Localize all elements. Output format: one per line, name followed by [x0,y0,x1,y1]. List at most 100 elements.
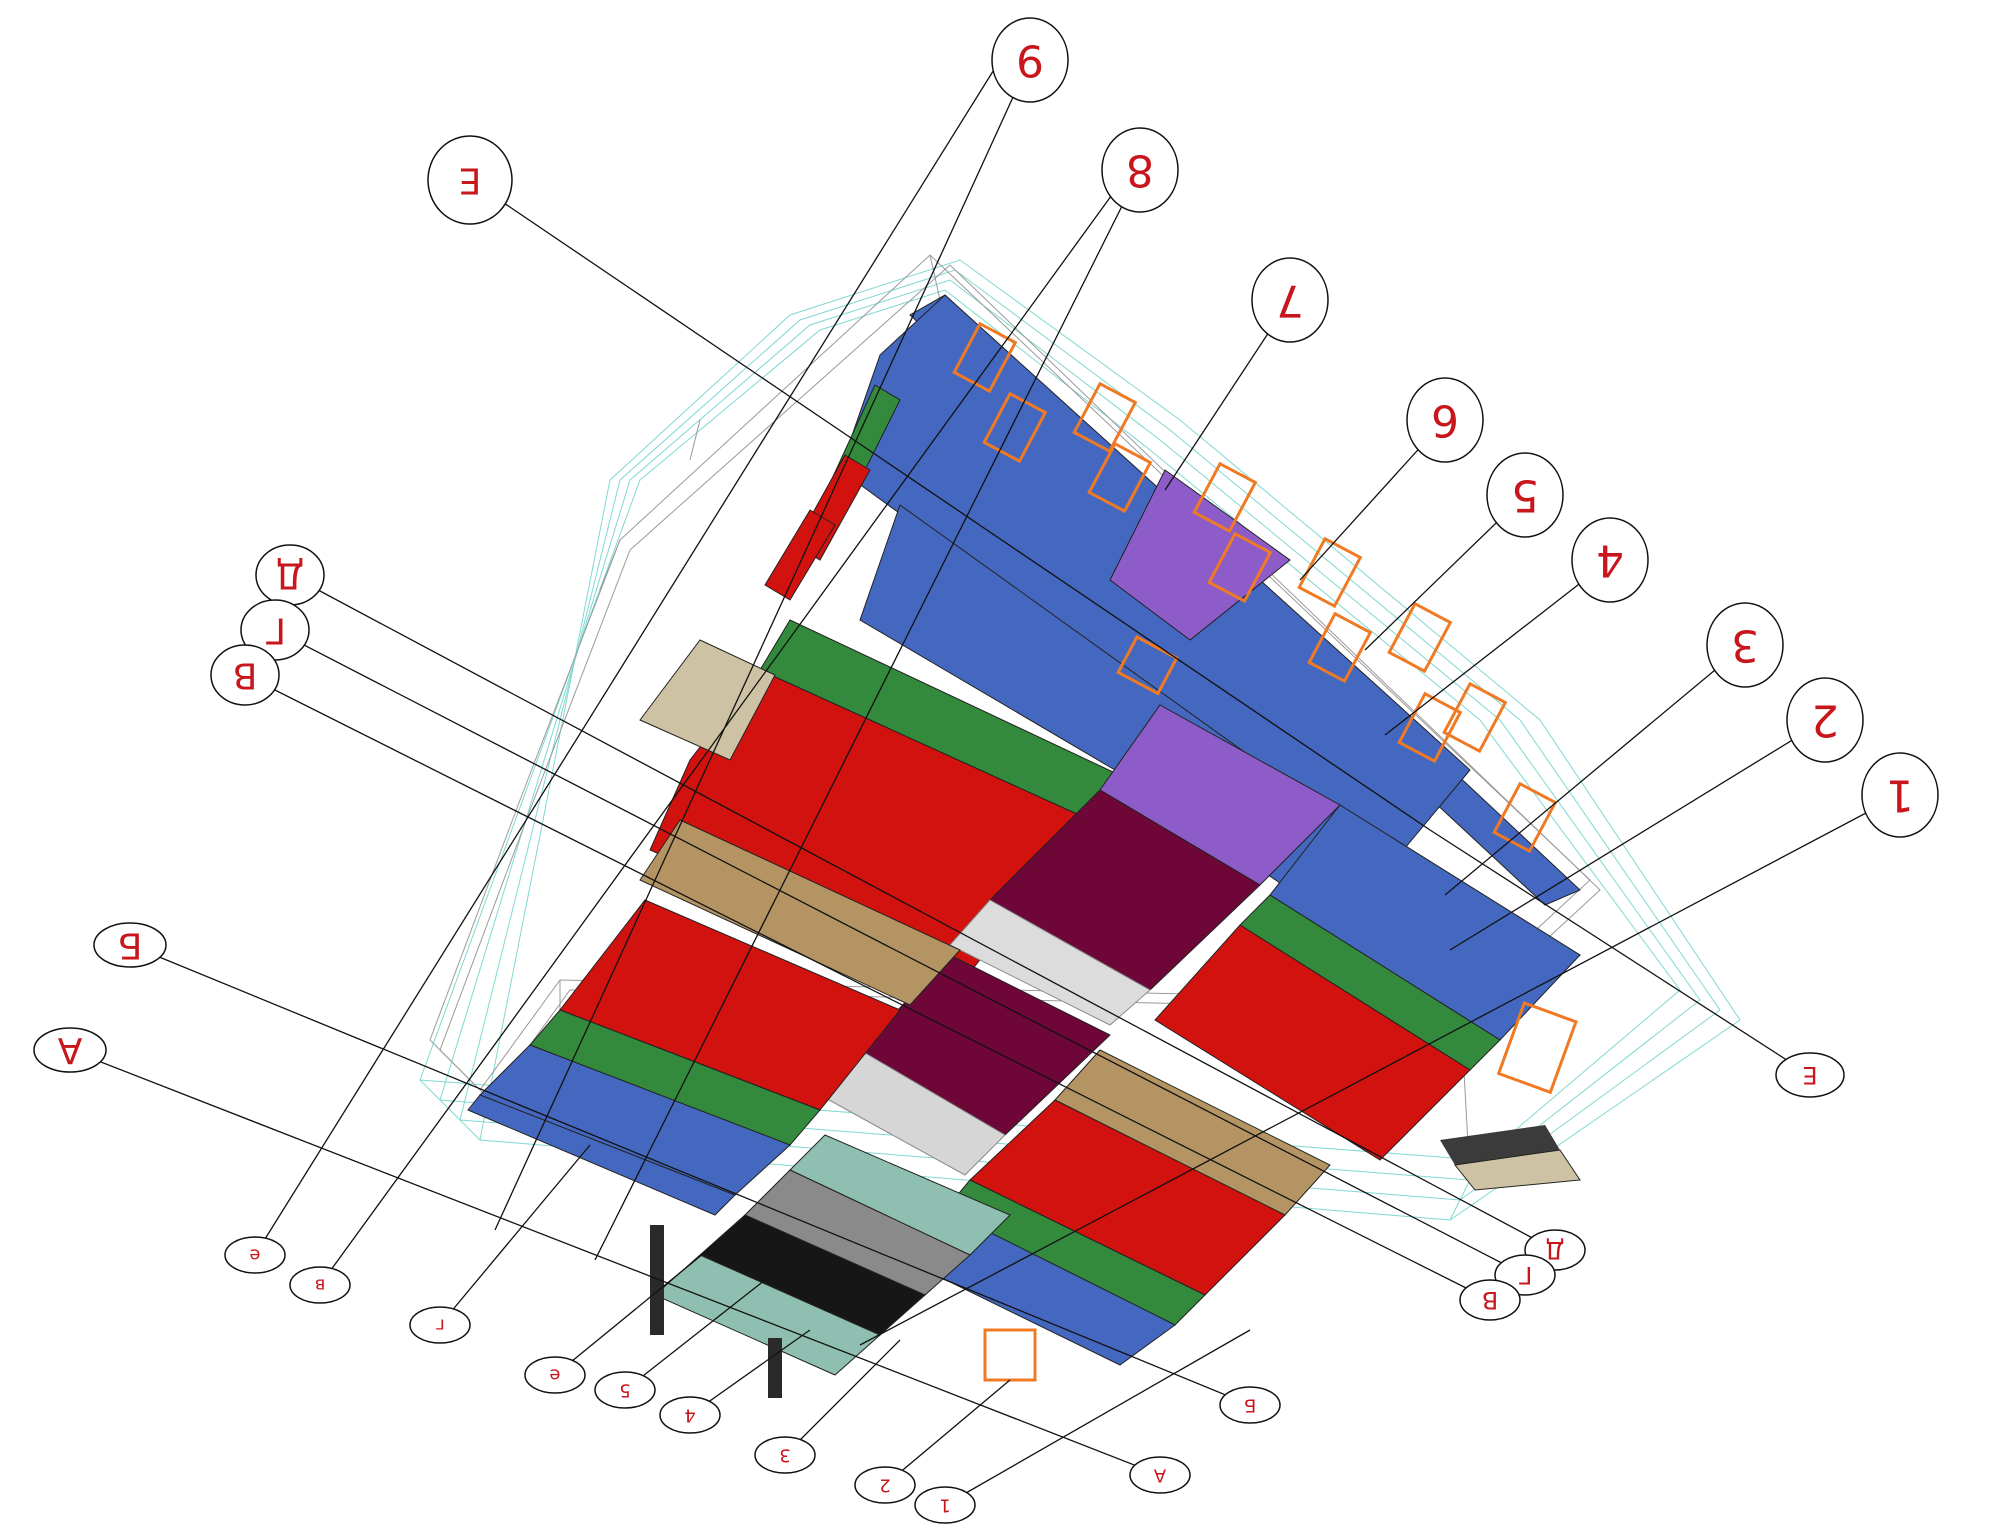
axis-bubble-label: А [1153,1465,1166,1486]
axis-bubble-label: 9 [1016,35,1044,86]
axis-bubble-circle [1251,257,1329,343]
slab-blue-lower-left-2 [467,1094,736,1216]
column-left [650,1225,664,1335]
slab-red-edge-2 [764,509,836,601]
axis-bubble-circle [289,1266,351,1304]
axis-bubble-label: 2 [879,1475,890,1496]
axis-bubble-label: 4 [1596,535,1624,586]
axis-bubble-axis-v-right: В [1459,1279,1521,1321]
axis-bubble-label: 1 [939,1495,950,1516]
axis-bubble-axis-bot-g: г [409,1306,471,1344]
axis-bubble-axis-6: 6 [1406,377,1484,463]
axis-bubble-axis-g-left: Г [240,599,310,661]
axis-bubble-label: В [233,655,258,696]
axis-bubble-circle [427,135,513,225]
axis-bubble-circle [1861,752,1939,838]
beam-beige-top [639,639,776,761]
axis-bubble-circle [1459,1279,1521,1321]
stair-steps [1440,1125,1560,1165]
axis-bubble-axis-bot-1: 1 [914,1486,976,1524]
core-white [949,899,1151,1026]
axis-bubble-circle [1101,127,1179,213]
axis-bubble-label: 4 [684,1405,695,1426]
axis-bubble-circle [1706,602,1784,688]
right-wing-slabs [1154,804,1581,1161]
axis-bubble-axis-3: 3 [1706,602,1784,688]
axis-bubble-label: Д [1546,1236,1565,1264]
axis-bubble-axis-9: 9 [991,17,1069,103]
axis-bubble-circle [1406,377,1484,463]
core-purple-top [1109,469,1291,641]
axis-bubble-axis-bot-v: в [289,1266,351,1304]
axis-bubble-label: 6 [1431,395,1459,446]
slab-red-right [1154,924,1471,1161]
axis-bubble-axis-8: 8 [1101,127,1179,213]
axis-bubble-label: 1 [1886,770,1914,821]
axis-bubble-label: Г [264,610,286,651]
axis-bubble-axis-v-left: В [210,644,280,706]
axis-bubble-axis-bot-4: 4 [659,1396,721,1434]
axis-bubble-label: 2 [1811,695,1839,746]
axis-bubble-circle [1129,1456,1191,1494]
axis-bubble-label: Е [459,160,482,201]
axis-bubble-axis-bot-3: 3 [754,1436,816,1474]
axis-bubble-label: Б [118,925,143,966]
column-right [768,1338,782,1398]
axis-bubble-axis-a-left: А [33,1027,107,1073]
axis-bubble-label: е [249,1245,260,1266]
axis-bubble-label: г [435,1315,444,1336]
axis-bubble-axis-d-left: Д [255,544,325,606]
axis-bubble-label: Е [1802,1061,1817,1089]
axis-bubble-axis-bot-2: 2 [854,1466,916,1504]
axis-bubble-axis-bot-e2: е [524,1356,586,1394]
axis-bubble-axis-1: 1 [1861,752,1939,838]
exterior-stair [1440,1125,1581,1191]
axis-bubble-circle [991,17,1069,103]
axis-bubble-circle [854,1466,916,1504]
axis-bubble-axis-bot-b: Б [1219,1386,1281,1424]
axis-bubble-label: в [315,1275,326,1296]
axis-bubble-circle [210,644,280,706]
axis-bubble-label: Б [1244,1395,1256,1416]
axis-bubble-label: 3 [1731,620,1759,671]
axis-bubble-axis-bot-5: 5 [594,1371,656,1409]
axis-bubble-axis-4: 4 [1571,517,1649,603]
lower-left-slabs [467,899,901,1216]
axis-bubble-label: Д [276,555,304,596]
axis-bubble-label: 3 [779,1445,790,1466]
axis-bubble-circle [1786,677,1864,763]
stair-block [650,1134,1011,1398]
axis-bubble-axis-5: 5 [1486,452,1564,538]
axis-bubble-circle [1486,452,1564,538]
axis-bubble-label: Г [1518,1261,1533,1289]
axis-bubble-axis-e-top: Е [427,135,513,225]
axis-bubble-label: А [57,1030,82,1071]
axis-bubble-axis-e-right: Е [1775,1052,1845,1098]
axis-bubble-circle [224,1236,286,1274]
axis-bubble-label: 7 [1276,275,1304,326]
axis-bubble-axis-7: 7 [1251,257,1329,343]
axis-bubble-label: 5 [619,1380,630,1401]
axis-bubble-axis-b-left: Б [93,922,167,968]
axis-bubble-axis-bot-a: А [1129,1456,1191,1494]
axis-bubble-circle [33,1027,107,1073]
axis-bubble-circle [594,1371,656,1409]
axis-bubble-circle [1775,1052,1845,1098]
axis-bubble-circle [93,922,167,968]
axis-bubble-circle [914,1486,976,1524]
stair-landing [1454,1149,1581,1191]
beam-tan-left [639,819,961,1006]
axis-bubble-circle [1219,1386,1281,1424]
axis-bubble-circle [524,1356,586,1394]
axis-bubble-label: В [1482,1286,1498,1314]
axis-bubble-label: е [549,1365,560,1386]
axis-bubble-label: 8 [1126,145,1154,196]
axis-bubble-axis-bot-e: е [224,1236,286,1274]
axis-bubble-circle [1571,517,1649,603]
axis-bubble-axis-2: 2 [1786,677,1864,763]
axis-bubble-circle [409,1306,471,1344]
axis-bubble-circle [754,1436,816,1474]
axis-bubble-circle [659,1396,721,1434]
